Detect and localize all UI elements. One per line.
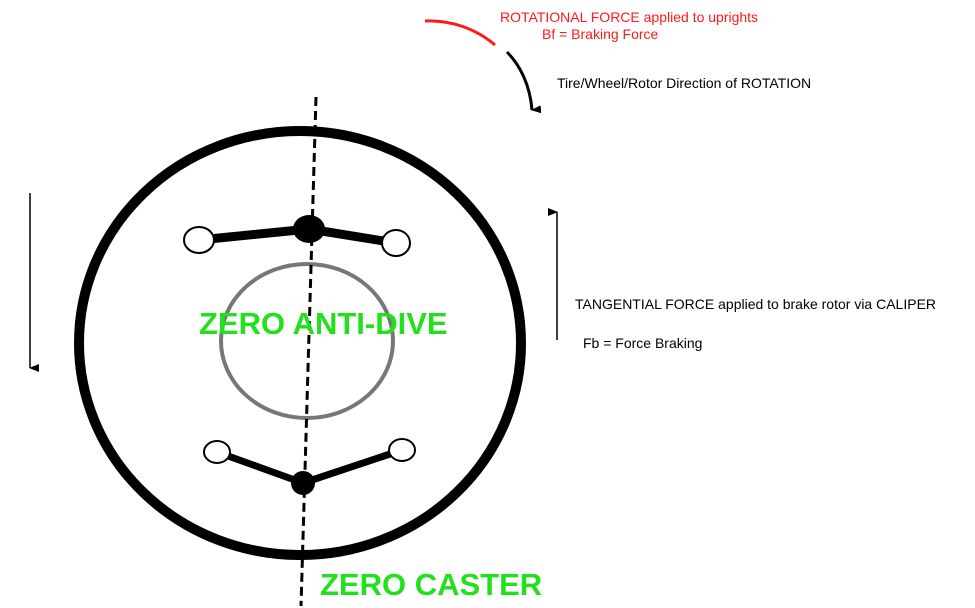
upper-control-arm xyxy=(183,215,411,257)
red-rotational-force-arc xyxy=(424,19,496,47)
rotational-force-label: ROTATIONAL FORCE applied to uprights xyxy=(500,9,759,25)
zero-caster-label: ZERO CASTER xyxy=(320,567,543,602)
braking-force-label: Bf = Braking Force xyxy=(542,26,659,42)
tire-outline xyxy=(74,126,526,560)
steering-axis-dashed-line xyxy=(299,96,318,607)
force-braking-label: Fb = Force Braking xyxy=(583,335,703,351)
tangential-force-label: TANGENTIAL FORCE applied to brake rotor … xyxy=(575,296,937,312)
rotation-direction-label: Tire/Wheel/Rotor Direction of ROTATION xyxy=(557,75,812,91)
lower-control-arm xyxy=(203,438,416,495)
rotation-direction-arrow xyxy=(505,50,542,114)
zero-anti-dive-label: ZERO ANTI-DIVE xyxy=(199,306,448,341)
rotor-hub-circle xyxy=(219,262,395,420)
